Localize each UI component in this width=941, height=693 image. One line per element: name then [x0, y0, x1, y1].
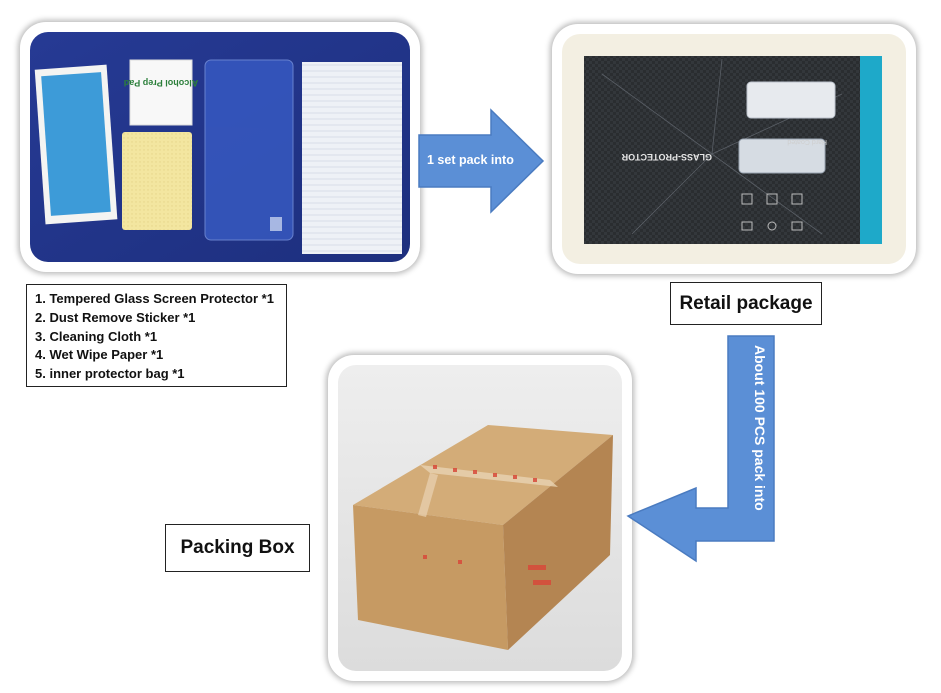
inner-protector-bag: [302, 62, 402, 254]
retail-package-label: Retail package: [670, 282, 822, 325]
list-item: 2. Dust Remove Sticker *1: [35, 309, 196, 325]
package-feature-icons: [741, 193, 803, 231]
phone-white: [746, 81, 836, 119]
list-item: 1. Tempered Glass Screen Protector *1: [35, 291, 274, 306]
accessories-photo: Alcohol Prep Pad: [20, 22, 420, 272]
retail-package-photo: GLASS-PROTECTOR Hard Coated: [552, 24, 916, 274]
list-item: 5. inner protector bag *1: [35, 366, 185, 382]
box-print: [423, 465, 551, 585]
packing-box-label: Packing Box: [165, 524, 310, 572]
cleaning-cloth: [122, 132, 192, 230]
phone-silver: [738, 138, 826, 174]
arrow1-label: 1 set pack into: [427, 153, 514, 167]
bent-arrow-icon: [626, 335, 775, 563]
dust-sticker: [34, 64, 118, 225]
alcohol-wipe: Alcohol Prep Pad: [124, 59, 199, 126]
tempered-glass: [204, 59, 294, 241]
box-side: [503, 435, 613, 650]
retail-package-image: GLASS-PROTECTOR Hard Coated: [562, 34, 906, 264]
accessories-photo-image: Alcohol Prep Pad: [30, 32, 410, 262]
packing-box-image: [338, 365, 622, 671]
list-item: 4. Wet Wipe Paper *1: [35, 347, 164, 363]
packing-box-photo: [328, 355, 632, 681]
list-item: 3. Cleaning Cloth *1: [35, 328, 158, 344]
contents-list: 1. Tempered Glass Screen Protector *1 2.…: [26, 284, 287, 387]
arrow2-label: About 100 PCS pack into: [752, 345, 768, 511]
package-brand-text: GLASS-PROTECTOR: [621, 152, 712, 162]
package-badge-text: Hard Coated: [787, 138, 827, 145]
wipe-label: Alcohol Prep Pad: [124, 78, 199, 88]
box-front: [353, 505, 508, 650]
right-arrow-icon: [418, 108, 545, 214]
